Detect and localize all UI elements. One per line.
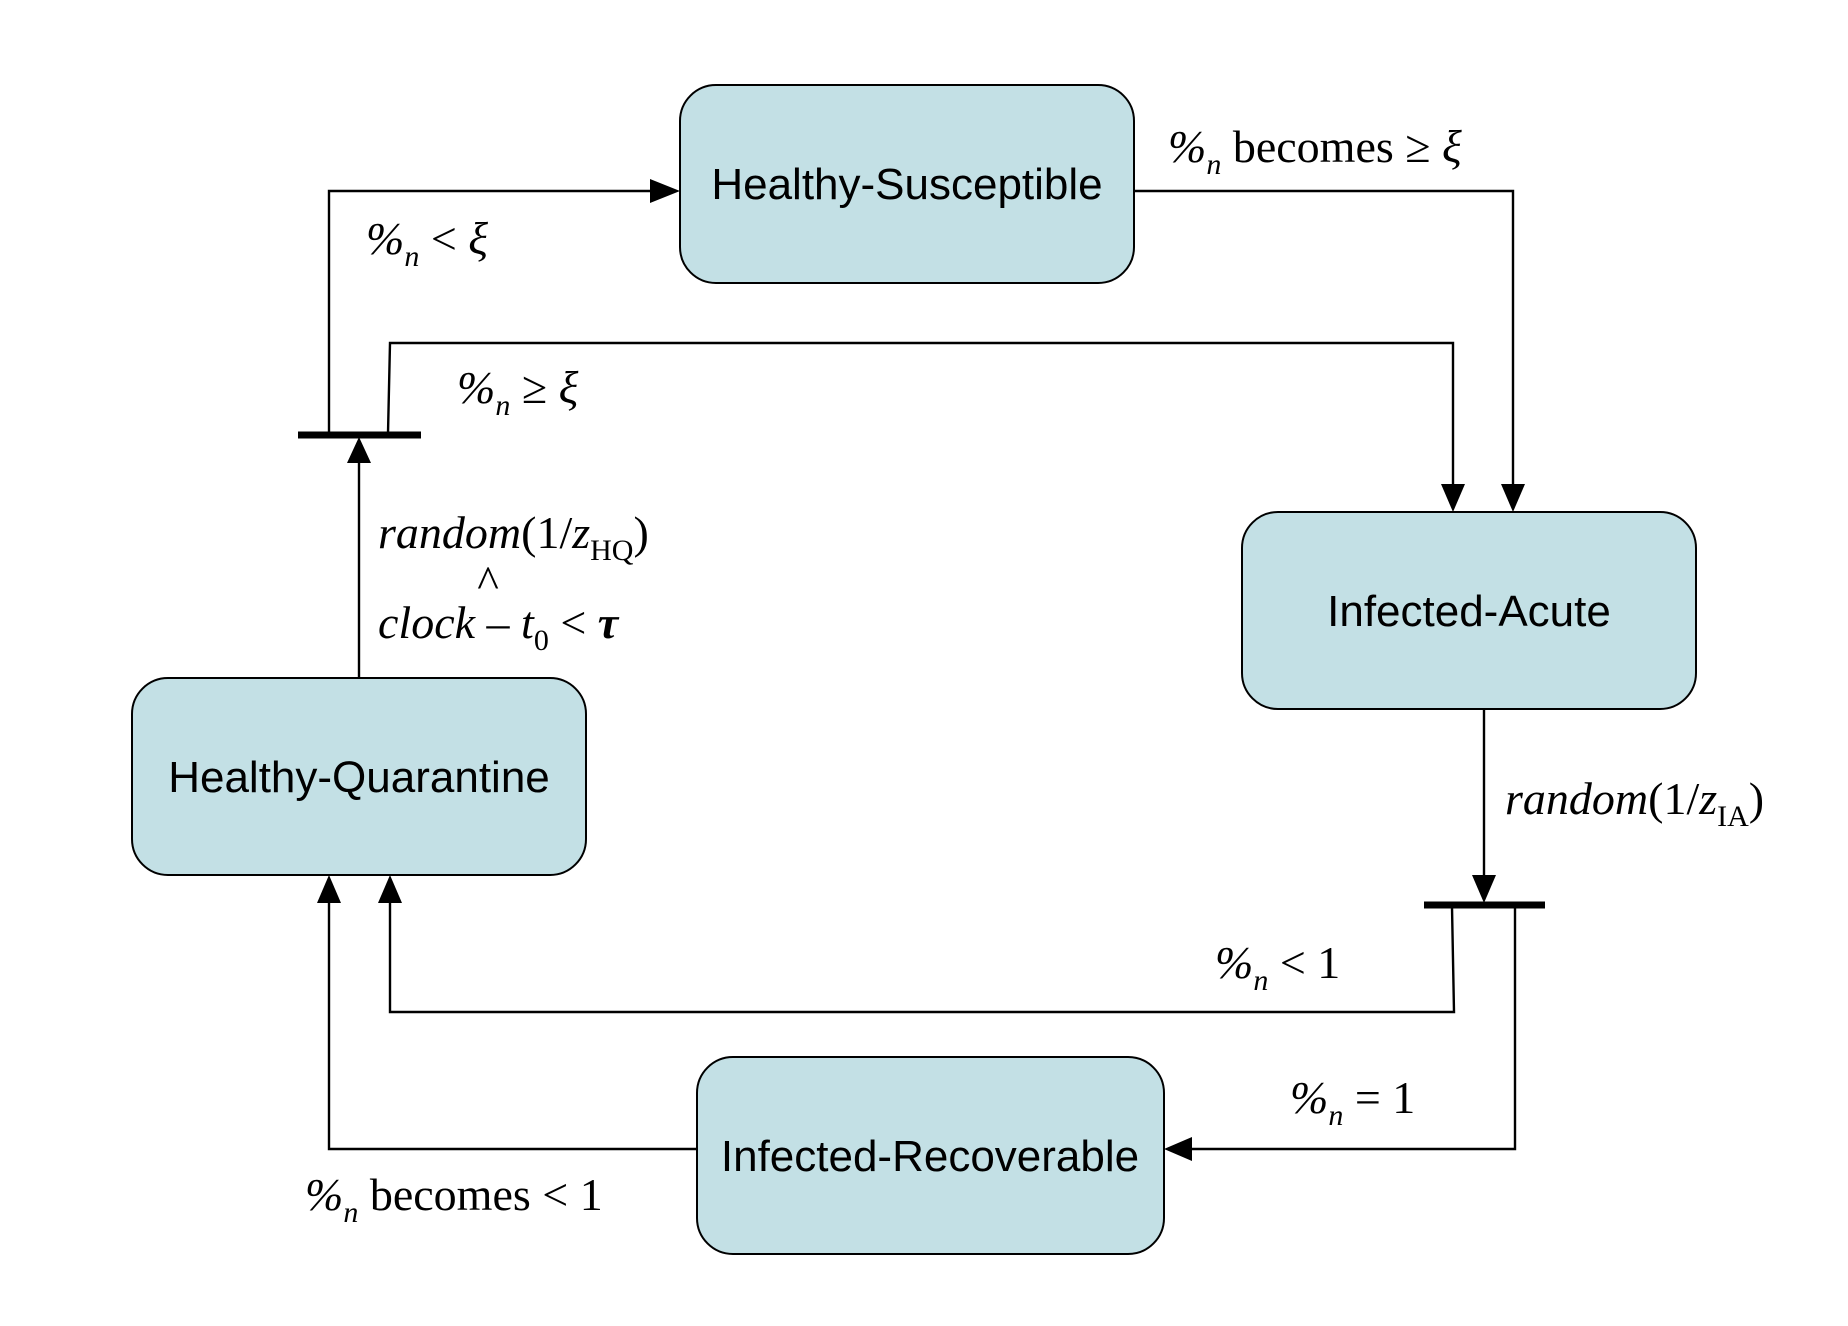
state-label: Healthy-Susceptible — [711, 160, 1102, 209]
condition-recoverable-to-quarantine: %n becomes < 1 — [305, 1169, 603, 1229]
arrowhead — [317, 875, 341, 903]
condition-and-symbol: ^ — [477, 556, 499, 607]
arrowhead — [1164, 1137, 1192, 1161]
arrowhead — [650, 179, 680, 203]
arrowhead — [1472, 875, 1496, 903]
arrowhead — [1501, 484, 1525, 512]
condition-to-quarantine: %n < 1 — [1215, 937, 1340, 997]
condition-to-recoverable: %n = 1 — [1290, 1072, 1415, 1132]
state-healthy-susceptible: Healthy-Susceptible — [679, 84, 1135, 284]
condition-quarantine-random: random(1/zHQ) — [378, 507, 649, 567]
state-label: Infected-Recoverable — [721, 1132, 1139, 1181]
condition-to-acute: %n ≥ ξ — [457, 362, 579, 422]
condition-quarantine-clock: clock – t0 < τ — [378, 597, 620, 657]
edge-to-recoverable — [1188, 907, 1517, 1151]
state-label: Healthy-Quarantine — [168, 753, 550, 802]
condition-acute-random: random(1/zIA) — [1505, 773, 1764, 833]
edge-to-susceptible — [327, 189, 656, 433]
state-label: Infected-Acute — [1327, 587, 1611, 636]
condition-susceptible-to-acute: %n becomes ≥ ξ — [1168, 121, 1462, 181]
edge-to-quarantine — [388, 898, 1456, 1014]
condition-to-susceptible: %n < ξ — [366, 213, 488, 273]
state-infected-acute: Infected-Acute — [1241, 511, 1697, 710]
edge-susceptible-to-acute — [1134, 189, 1515, 490]
edge-to-acute — [386, 341, 1455, 490]
state-healthy-quarantine: Healthy-Quarantine — [131, 677, 587, 876]
arrowhead — [378, 875, 402, 903]
arrowhead — [347, 437, 371, 463]
arrowhead — [1441, 484, 1465, 512]
edge-recoverable-to-quarantine — [327, 898, 697, 1151]
state-infected-recoverable: Infected-Recoverable — [696, 1056, 1165, 1255]
